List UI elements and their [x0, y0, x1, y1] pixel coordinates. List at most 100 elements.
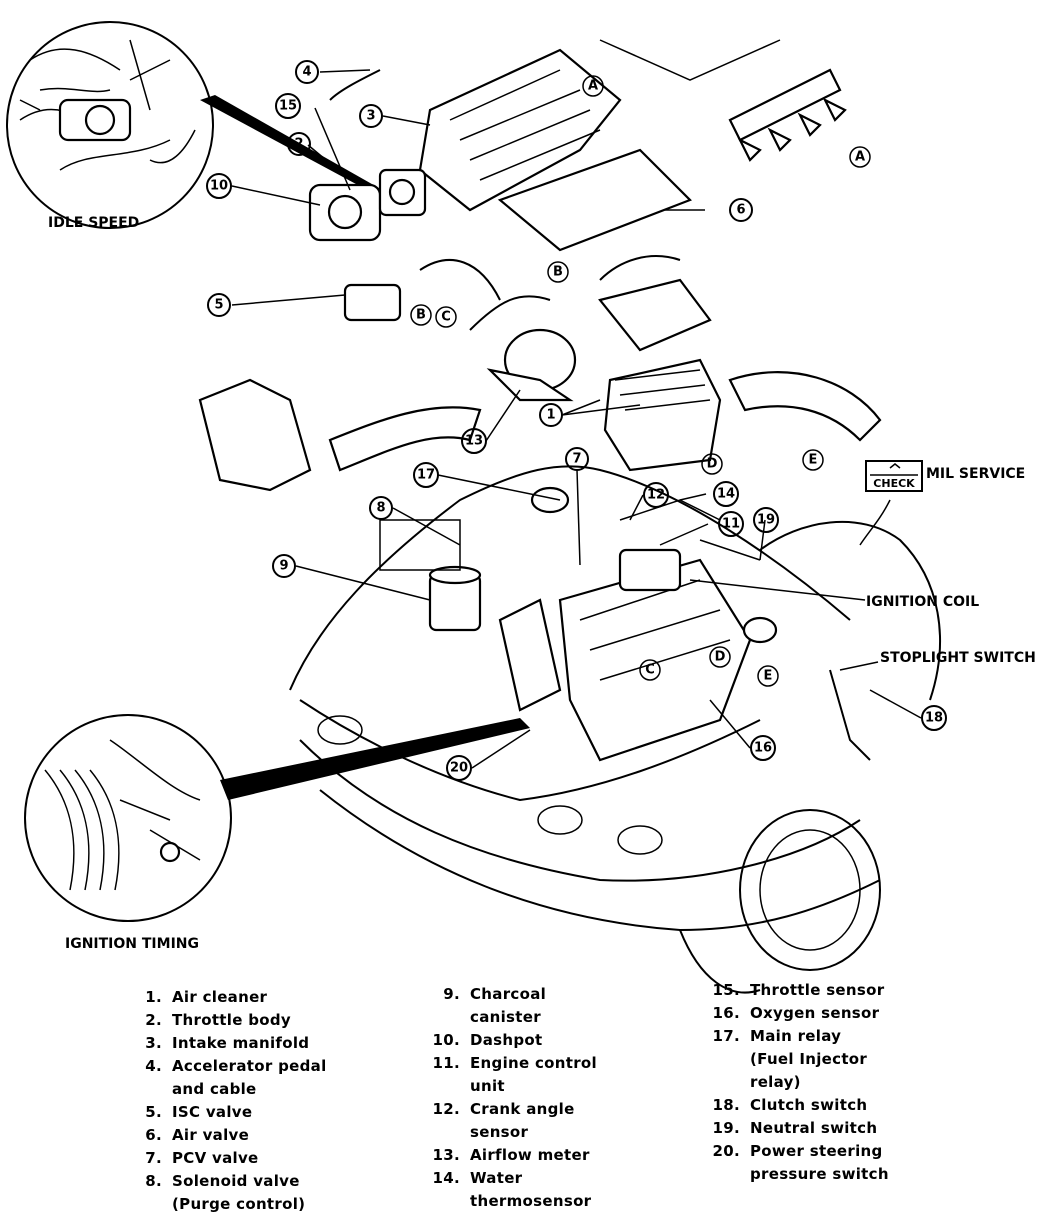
svg-text:19: 19 — [757, 513, 775, 528]
connector-e-engine: E — [757, 665, 779, 687]
number-markers: 1 2 3 4 5 6 7 8 9 10 11 12 13 14 15 16 1… — [206, 60, 947, 781]
marker-5: 5 — [207, 293, 231, 317]
connector-e-duct: E — [802, 449, 824, 471]
legend-column-3: 15.Throttle sensor 16.Oxygen sensor 17.M… — [708, 979, 889, 1186]
marker-20: 20 — [446, 755, 472, 781]
legend-item: 17.Main relay — [712, 1027, 842, 1045]
connector-d-engine: D — [709, 646, 731, 668]
svg-text:17: 17 — [417, 468, 435, 483]
legend-column-2: 9.Charcoal canister 10.Dashpot 11.Engine… — [428, 983, 597, 1213]
leader-lines — [231, 69, 922, 769]
svg-text:B: B — [416, 308, 426, 323]
legend-item: 11.Engine control — [432, 1054, 597, 1072]
svg-text:6: 6 — [736, 203, 745, 218]
legend-item: 5.ISC valve — [145, 1103, 253, 1121]
svg-text:1: 1 — [546, 408, 555, 423]
connector-a-rail: A — [849, 146, 871, 168]
connector-c-engine: C — [639, 659, 661, 681]
marker-12: 12 — [643, 482, 669, 508]
legend-column-1: 1.Air cleaner 2.Throttle body 3.Intake m… — [130, 986, 327, 1216]
connector-markers: A A B B C C D D E E — [410, 75, 871, 687]
engine-bay — [289, 465, 941, 994]
marker-3: 3 — [359, 104, 383, 128]
legend-item: 16.Oxygen sensor — [712, 1004, 880, 1022]
ignition-timing-label: IGNITION TIMING — [65, 936, 199, 952]
marker-9: 9 — [272, 554, 296, 578]
svg-text:13: 13 — [465, 434, 483, 449]
svg-text:12: 12 — [647, 488, 665, 503]
marker-6: 6 — [729, 198, 753, 222]
marker-14: 14 — [713, 481, 739, 507]
legend-item: 14.Water — [432, 1169, 523, 1187]
legend-item: 12.Crank angle — [432, 1100, 575, 1118]
legend-item: 18.Clutch switch — [712, 1096, 868, 1114]
svg-text:3: 3 — [366, 109, 375, 124]
svg-text:C: C — [645, 663, 655, 678]
legend-item-continued: canister — [470, 1008, 541, 1026]
marker-7: 7 — [565, 447, 589, 471]
exploded-intake-assembly — [198, 39, 882, 492]
marker-19: 19 — [753, 507, 779, 533]
legend-item-continued: thermosensor — [470, 1192, 592, 1210]
legend-item: 9.Charcoal — [443, 985, 547, 1003]
ignition-timing-detail: IGNITION TIMING — [24, 714, 530, 952]
connector-b-isc: B — [410, 304, 432, 326]
connector-d-cleaner: D — [701, 453, 723, 475]
idle-speed-label: IDLE SPEED — [48, 215, 139, 231]
svg-text:11: 11 — [722, 517, 740, 532]
svg-text:7: 7 — [572, 452, 581, 467]
legend-item: 7.PCV valve — [145, 1149, 259, 1167]
mil-service-callout: CHECK MIL SERVICE — [865, 460, 1025, 492]
legend-item: 3.Intake manifold — [145, 1034, 310, 1052]
legend-item: 10.Dashpot — [432, 1031, 543, 1049]
check-lamp-label: CHECK — [873, 477, 915, 490]
connector-a-upper: A — [582, 75, 604, 97]
mil-service-label: MIL SERVICE — [926, 466, 1025, 482]
svg-text:18: 18 — [925, 711, 943, 726]
marker-10: 10 — [206, 173, 232, 199]
legend-item: 1.Air cleaner — [145, 988, 268, 1006]
marker-18: 18 — [921, 705, 947, 731]
svg-text:8: 8 — [376, 501, 385, 516]
legend-item-continued: (Fuel Injector — [750, 1050, 868, 1068]
legend-item: 19.Neutral switch — [712, 1119, 878, 1137]
svg-text:20: 20 — [450, 761, 468, 776]
legend-item: 15.Throttle sensor — [712, 981, 885, 999]
legend-item: 6.Air valve — [145, 1126, 250, 1144]
svg-text:C: C — [441, 310, 451, 325]
svg-text:D: D — [707, 457, 718, 472]
legend-item-continued: sensor — [470, 1123, 529, 1141]
marker-4: 4 — [295, 60, 319, 84]
svg-text:4: 4 — [302, 65, 311, 80]
legend-item: 2.Throttle body — [145, 1011, 291, 1029]
legend-item-continued: (Purge control) — [172, 1195, 306, 1213]
svg-text:5: 5 — [214, 298, 223, 313]
svg-text:B: B — [553, 265, 563, 280]
svg-text:16: 16 — [754, 741, 772, 756]
marker-8: 8 — [369, 496, 393, 520]
legend-item: 8.Solenoid valve — [145, 1172, 300, 1190]
legend-item: 13.Airflow meter — [432, 1146, 590, 1164]
legend-item-continued: and cable — [172, 1080, 257, 1098]
idle-speed-detail: IDLE SPEED — [6, 21, 400, 231]
svg-text:10: 10 — [210, 179, 228, 194]
svg-text:E: E — [764, 669, 773, 684]
marker-11: 11 — [718, 511, 744, 537]
legend-item-continued: pressure switch — [750, 1165, 889, 1183]
marker-15: 15 — [275, 93, 301, 119]
connector-b-hose: B — [547, 261, 569, 283]
svg-text:A: A — [855, 150, 865, 165]
svg-text:2: 2 — [294, 137, 303, 152]
svg-text:D: D — [715, 650, 726, 665]
marker-2: 2 — [287, 132, 311, 156]
stoplight-switch-label: STOPLIGHT SWITCH — [880, 650, 1036, 666]
legend-item: 4.Accelerator pedal — [145, 1057, 327, 1075]
ignition-coil-label: IGNITION COIL — [866, 594, 979, 610]
legend-item-continued: unit — [470, 1077, 505, 1095]
svg-text:15: 15 — [279, 99, 297, 114]
marker-1: 1 — [539, 403, 563, 427]
connector-c-upper: C — [435, 306, 457, 328]
legend-item: 20.Power steering — [712, 1142, 883, 1160]
marker-17: 17 — [413, 462, 439, 488]
